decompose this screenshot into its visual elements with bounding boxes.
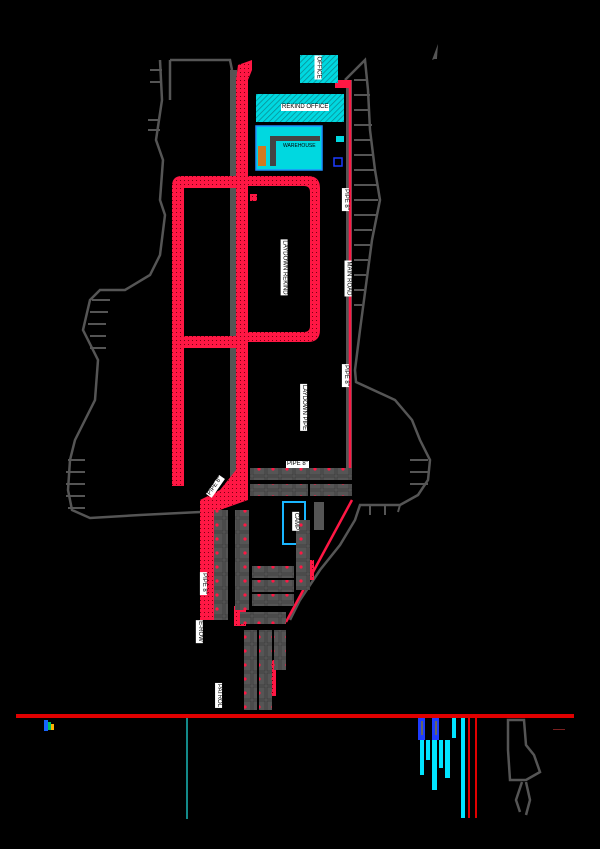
- label-pipe-8-south: PIPE 8": [286, 461, 309, 468]
- label-office-top: OFFICE: [314, 55, 322, 80]
- label-camp: CAMP: [292, 511, 300, 532]
- label-pipe-8-east-mid: PIPE 8": [341, 364, 349, 387]
- north-arrow-icon: [432, 44, 438, 60]
- site-boundary: [66, 57, 432, 621]
- label-patrol: PATROL: [215, 682, 223, 709]
- legend-bars: [418, 718, 477, 818]
- label-rekind-office: REKIND OFFICE: [281, 104, 330, 111]
- label-main-road: MAIN ROAD: [344, 260, 352, 297]
- slope-hatching: [66, 69, 430, 515]
- road-network: [172, 60, 320, 696]
- label-pipe-8-west: PIPE 8": [199, 572, 207, 595]
- unit-rows: [214, 468, 352, 710]
- key-plan-map: [506, 718, 542, 816]
- diagonal-fence-road: [284, 499, 354, 623]
- label-e-row: E-ROW: [195, 620, 203, 643]
- scale-mark: [553, 729, 565, 730]
- company-logo-icon: [44, 720, 54, 731]
- title-divider-teal: [186, 718, 188, 819]
- service-road: [230, 70, 237, 480]
- grey-block: [314, 502, 324, 530]
- label-warehouse: WAREHOUSE: [282, 143, 317, 150]
- label-laydown-rekind: LAYDOWN REKIND: [280, 239, 288, 296]
- title-block-border: [16, 714, 574, 718]
- label-laydown-pipe: LAYDOWN PIPE: [300, 383, 308, 432]
- east-gate: [335, 80, 349, 88]
- label-pipe-8-east-top: PIPE 8": [341, 188, 349, 211]
- utility-box: [333, 157, 343, 167]
- cyan-marker: [336, 136, 344, 142]
